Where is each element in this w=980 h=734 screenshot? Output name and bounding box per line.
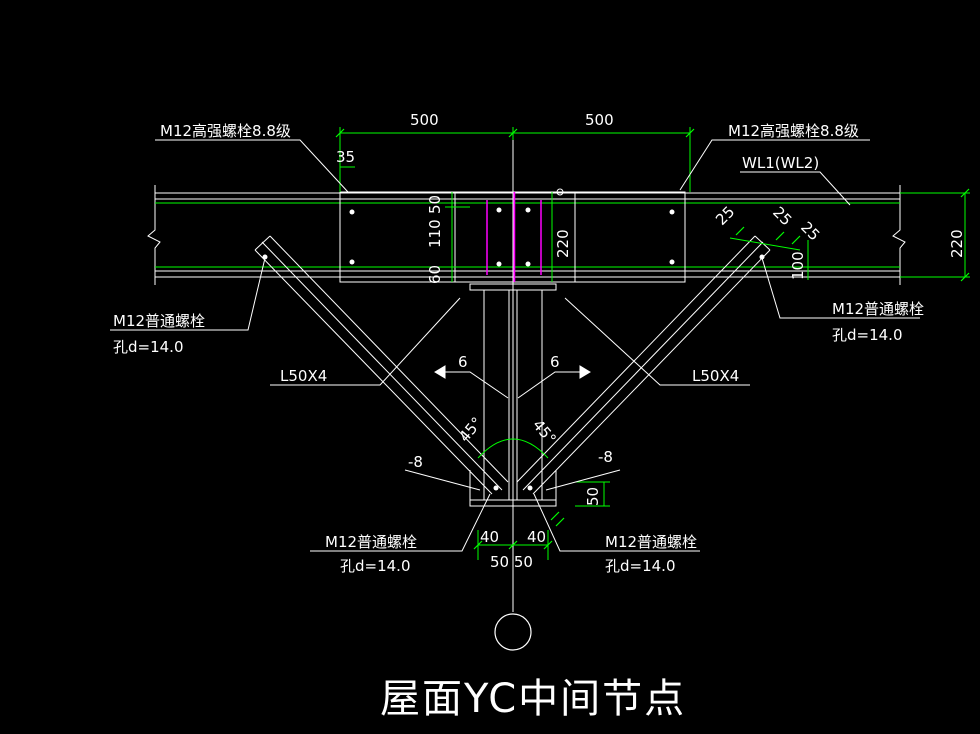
web-stiffeners: [486, 192, 542, 282]
dim-100: 100: [789, 251, 807, 280]
dim-left-60: 60: [426, 265, 444, 284]
callout-angle-right: L50X4: [692, 367, 739, 385]
dimension-lines: [339, 127, 970, 560]
callout-weld-left: 6: [458, 353, 468, 371]
callout-hole-bottom-right: 孔d=14.0: [605, 557, 676, 575]
callout-bolt-bottom-left: M12普通螺栓: [325, 533, 417, 551]
leader-lines: [110, 139, 920, 552]
drawing-title: 屋面YC中间节点: [380, 676, 686, 722]
dim-25-a: 25: [712, 203, 738, 229]
dim-25-c: 25: [797, 218, 823, 244]
callout-bolt-common-left: M12普通螺栓: [113, 312, 205, 330]
callout-bolt-common-right: M12普通螺栓: [832, 300, 924, 318]
dim-50-bottom: 50: [584, 487, 602, 506]
dim-left-50: 50: [426, 195, 444, 214]
brace-bolts: [262, 254, 765, 491]
callout-plate-left: -8: [408, 453, 423, 471]
dim-top-left: 500: [410, 111, 439, 129]
diagonal-brace-right: [516, 235, 771, 495]
callout-bolt-bottom-right: M12普通螺栓: [605, 533, 697, 551]
diagonal-brace-left: [254, 235, 509, 495]
dim-40-right: 40: [527, 528, 546, 546]
dim-25-b: 25: [769, 203, 795, 229]
beam-flange-centerlines: [155, 202, 900, 268]
dim-inner-220: 220: [554, 229, 572, 258]
callout-plate-right: -8: [598, 448, 613, 466]
dim-right-220: 220: [948, 229, 966, 258]
axis-bubble: [494, 613, 532, 651]
roof-beam: [147, 185, 906, 285]
dim-35: 35: [336, 148, 355, 166]
callout-weld-right: 6: [550, 353, 560, 371]
callout-bolt-hs-right: M12高强螺栓8.8级: [728, 122, 859, 140]
dim-left-110: 110: [426, 219, 444, 248]
dim-top-right: 500: [585, 111, 614, 129]
gusset-plates: [469, 470, 557, 507]
angle-arc: [477, 438, 549, 459]
callout-hole-right: 孔d=14.0: [832, 326, 903, 344]
callout-beam: WL1(WL2): [742, 154, 819, 172]
callout-angle-45-left: 45°: [455, 414, 486, 446]
dim-40-left: 40: [480, 528, 499, 546]
callout-bolt-hs-left: M12高强螺栓8.8级: [160, 122, 291, 140]
callout-angle-left: L50X4: [280, 367, 327, 385]
callout-hole-left: 孔d=14.0: [113, 338, 184, 356]
splice-bolts: [349, 188, 675, 267]
dim-50-50: 50 50: [490, 553, 533, 571]
callout-hole-bottom-left: 孔d=14.0: [340, 557, 411, 575]
dimension-ticks: [335, 128, 970, 550]
